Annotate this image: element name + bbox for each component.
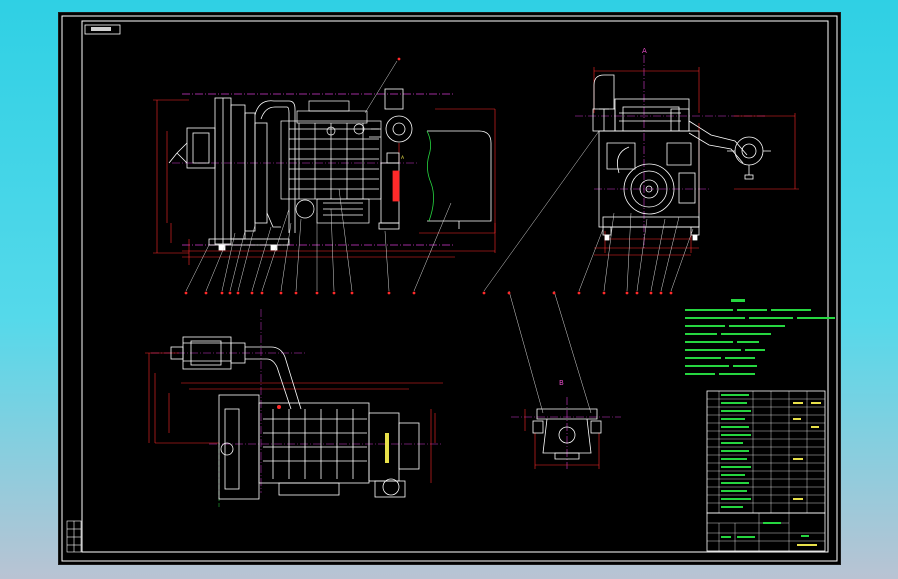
corner-stamp: [84, 24, 121, 35]
side-view-balloons: [184, 57, 416, 295]
view-b-mount[interactable]: [532, 408, 602, 460]
parts-list[interactable]: [706, 390, 826, 514]
front-view-leaders: [483, 130, 694, 292]
view-b[interactable]: B: [511, 379, 621, 469]
side-view[interactable]: A: [153, 88, 496, 265]
side-pipes: [254, 100, 296, 233]
front-mount-feet: [602, 226, 700, 241]
sheet-outer-border: [61, 15, 838, 562]
view-b-leaders: [508, 290, 592, 414]
side-view-dimensions: [153, 99, 496, 265]
title-block[interactable]: [706, 512, 826, 552]
side-base-frame: [208, 222, 400, 251]
top-view-accents: [277, 405, 389, 463]
radiator[interactable]: [214, 97, 268, 245]
top-view-dimensions: [145, 352, 443, 483]
side-view-leaders: [185, 60, 452, 292]
top-air-cleaner[interactable]: [170, 336, 302, 410]
front-engine-body[interactable]: [598, 98, 700, 228]
front-view-balloons: [482, 291, 673, 295]
side-flywheel-housing[interactable]: [380, 152, 400, 224]
view-b-label: B: [559, 379, 564, 387]
top-view[interactable]: [145, 309, 443, 509]
drawing-sheet[interactable]: A A: [59, 13, 840, 564]
front-exhaust-stack[interactable]: [592, 74, 616, 132]
top-engine-body[interactable]: [218, 394, 420, 500]
view-a-label: A: [642, 47, 647, 55]
technical-notes: [685, 299, 835, 375]
sheet-inner-border: [81, 20, 829, 553]
section-a-label: A: [401, 155, 405, 161]
revision-strip: [66, 520, 82, 553]
cad-drawing-canvas[interactable]: A A: [59, 13, 840, 564]
view-b-dimensions: [524, 409, 600, 469]
front-view-a[interactable]: A: [575, 47, 799, 256]
side-generator[interactable]: [426, 130, 492, 229]
side-engine-block[interactable]: [280, 100, 382, 224]
front-air-cleaner[interactable]: [670, 108, 771, 180]
view-b-balloons: [507, 291, 556, 295]
side-turbocharger[interactable]: [369, 88, 413, 143]
side-air-filter[interactable]: [168, 127, 216, 169]
